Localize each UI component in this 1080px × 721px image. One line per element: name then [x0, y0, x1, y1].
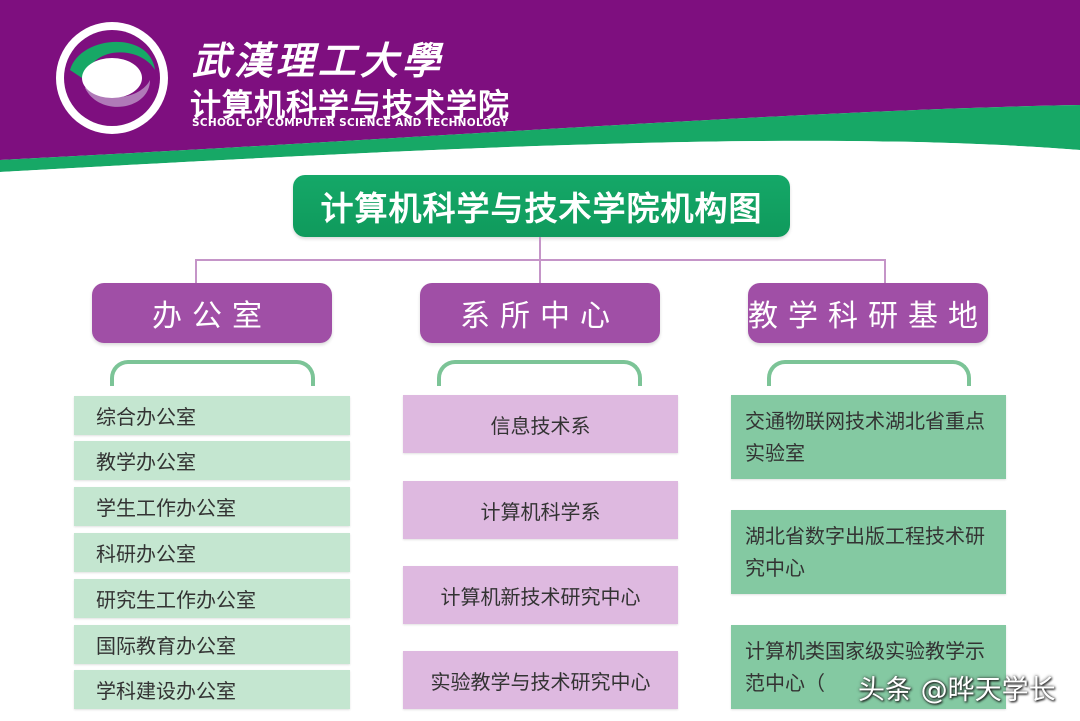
school-logo-icon: [56, 22, 168, 134]
category-research-bases: 教学科研基地: [748, 283, 988, 343]
school-name-en: SCHOOL OF COMPUTER SCIENCE AND TECHNOLOG…: [192, 117, 509, 129]
department-item: 信息技术系: [403, 395, 678, 453]
chart-title: 计算机科学与技术学院机构图: [293, 175, 790, 237]
office-item: 学科建设办公室: [74, 670, 350, 709]
bracket: [110, 360, 315, 386]
office-item: 研究生工作办公室: [74, 579, 350, 618]
university-name: 武漢理工大學: [192, 38, 445, 83]
bracket: [767, 360, 971, 386]
category-departments: 系所中心: [420, 283, 660, 343]
office-item: 国际教育办公室: [74, 625, 350, 664]
research-base-item: 湖北省数字出版工程技术研究中心: [731, 510, 1006, 594]
school-name: 计算机科学与技术学院: [190, 88, 510, 124]
office-item: 科研办公室: [74, 533, 350, 572]
office-item: 学生工作办公室: [74, 487, 350, 526]
category-office: 办公室: [92, 283, 332, 343]
research-base-item: 交通物联网技术湖北省重点实验室: [731, 395, 1006, 479]
watermark: 头条 @晔天学长: [858, 675, 1056, 706]
research-base-item: 计算机类国家级实验教学示范中心（: [731, 625, 1006, 709]
connector-line: [884, 259, 886, 284]
connector-line: [195, 259, 886, 261]
connector-line: [195, 259, 197, 284]
office-item: 教学办公室: [74, 441, 350, 480]
department-item: 实验教学与技术研究中心: [403, 651, 678, 709]
department-item: 计算机新技术研究中心: [403, 566, 678, 624]
header-banner: [0, 0, 1080, 180]
office-item: 综合办公室: [74, 396, 350, 435]
bracket: [437, 360, 642, 386]
department-item: 计算机科学系: [403, 481, 678, 539]
